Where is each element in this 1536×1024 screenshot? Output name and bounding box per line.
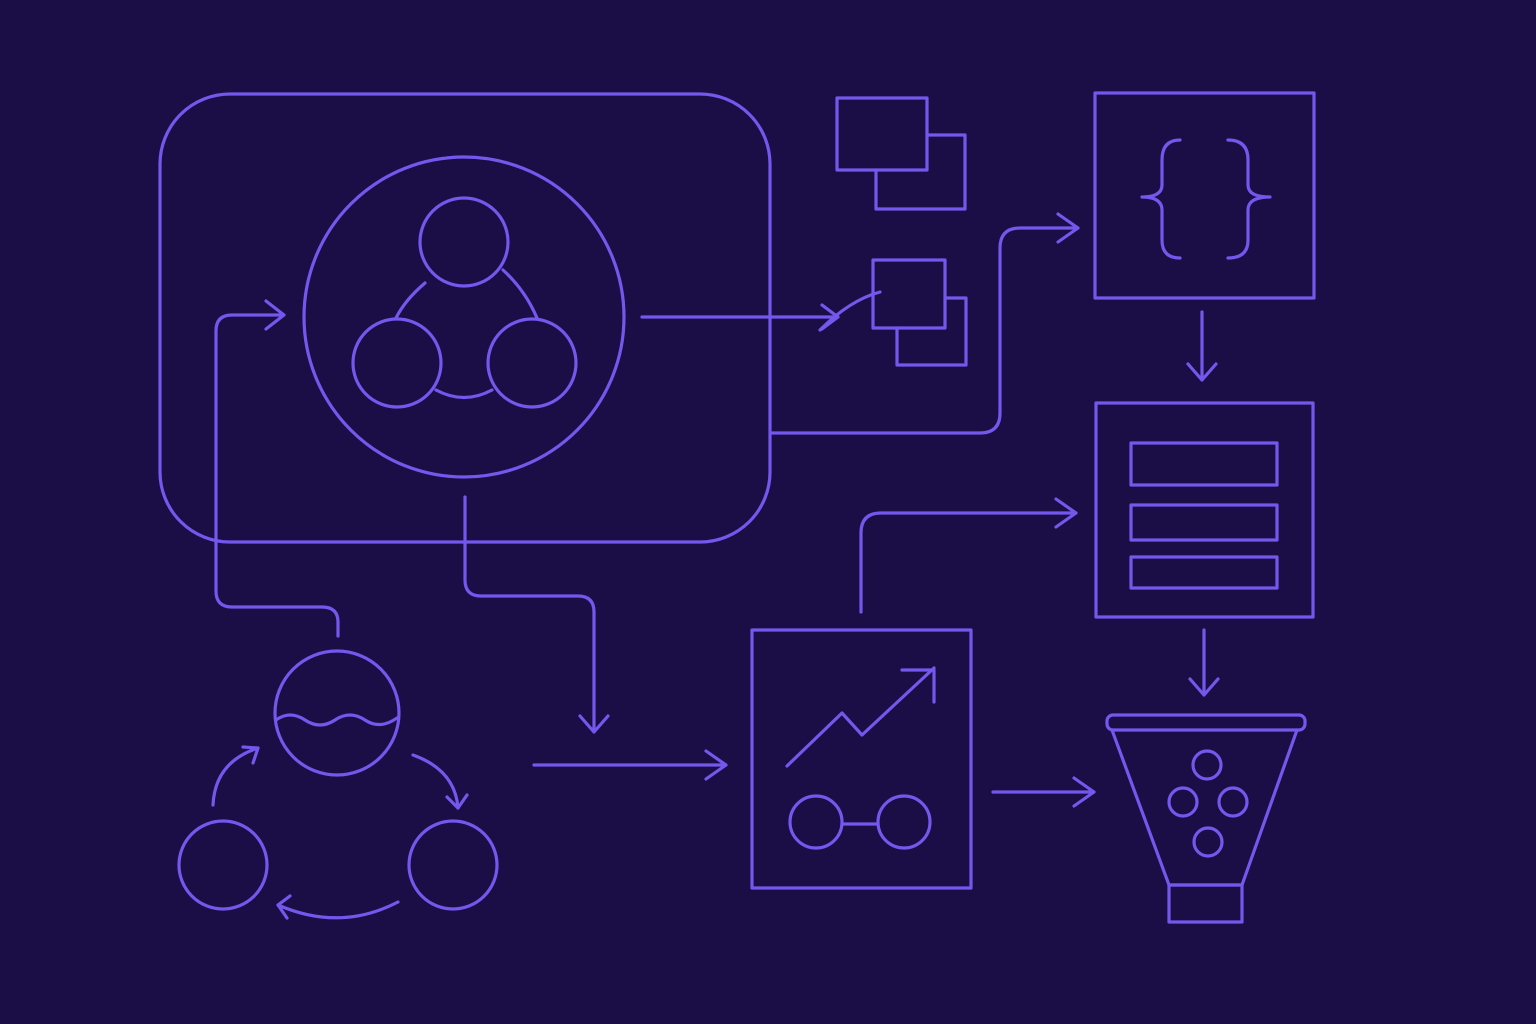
arrow-code-to-list bbox=[1186, 310, 1218, 382]
cycle-icon bbox=[177, 649, 499, 920]
copy-icon bbox=[835, 96, 967, 211]
arrow-to-analytics bbox=[532, 749, 728, 781]
arrow-cycle-to-hub bbox=[214, 299, 340, 638]
connected-nodes-icon bbox=[788, 794, 932, 850]
hub-circle bbox=[302, 155, 626, 479]
funnel-icon bbox=[1105, 713, 1307, 924]
trend-chart-icon bbox=[785, 666, 936, 768]
code-block-node bbox=[1093, 91, 1316, 300]
people-group-icon bbox=[351, 196, 578, 409]
arrow-list-to-funnel bbox=[1188, 628, 1220, 697]
list-panel-node bbox=[1094, 401, 1315, 619]
list-icon bbox=[1129, 441, 1279, 590]
arrow-hub-to-code bbox=[770, 212, 1080, 435]
connectors bbox=[214, 212, 1220, 808]
arrow-analytics-to-funnel bbox=[991, 776, 1096, 808]
funnel-node bbox=[1105, 713, 1307, 924]
curly-braces-icon bbox=[1140, 138, 1272, 260]
analytics-node bbox=[750, 628, 973, 890]
arrow-hub-down bbox=[463, 495, 610, 734]
squiggle-line bbox=[818, 290, 882, 332]
cycle-node bbox=[177, 649, 499, 920]
arrow-analytics-to-list bbox=[859, 497, 1078, 614]
